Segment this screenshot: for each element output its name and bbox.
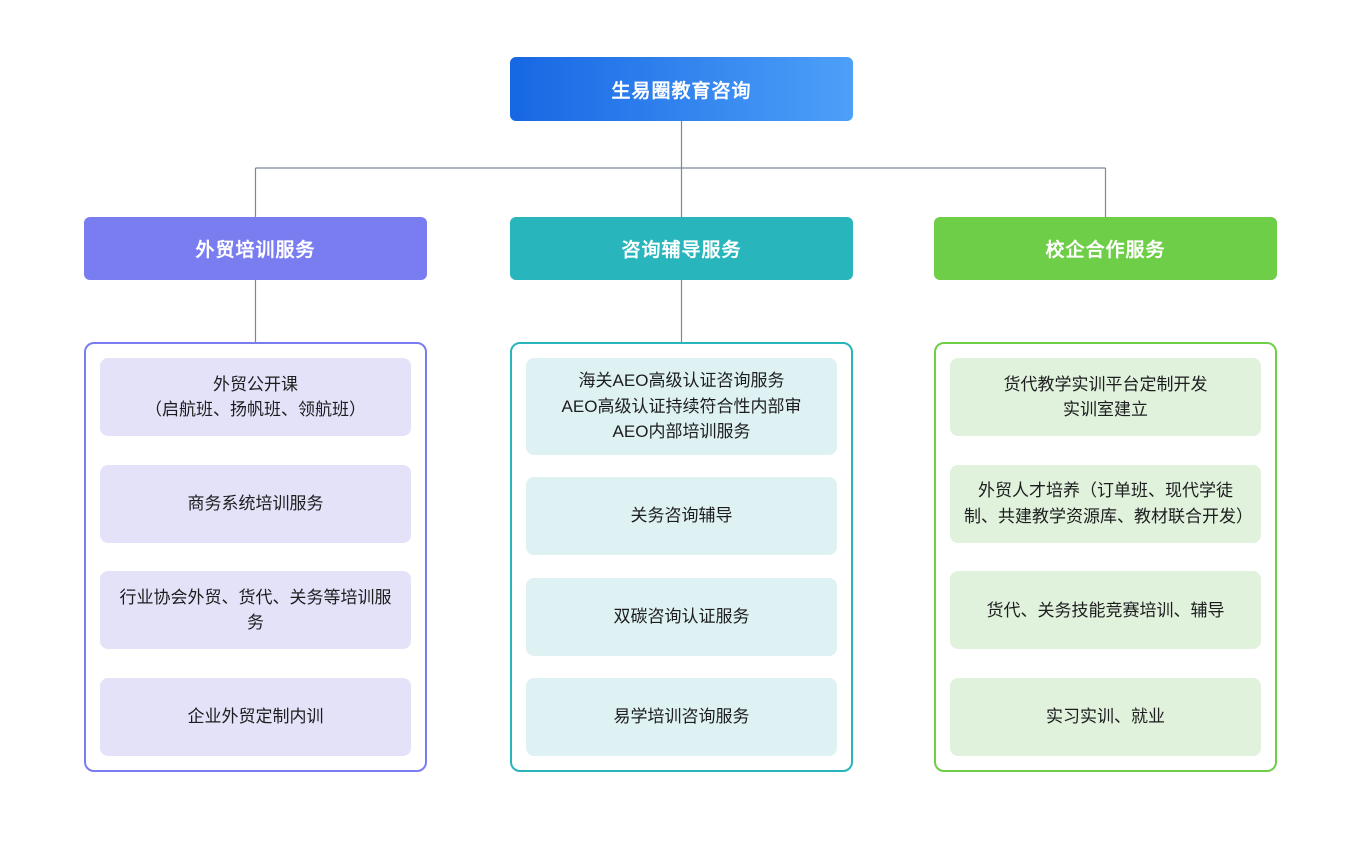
service-item: 企业外贸定制内训 xyxy=(100,677,411,756)
service-item: 海关AEO高级认证咨询服务 AEO高级认证持续符合性内部审 AEO内部培训服务 xyxy=(526,358,837,455)
branch-header-school-enterprise-cooperation: 校企合作服务 xyxy=(934,217,1277,280)
root-node: 生易圈教育咨询 xyxy=(510,57,853,121)
service-item: 易学培训咨询服务 xyxy=(526,678,837,756)
service-item: 行业协会外贸、货代、关务等培训服务 xyxy=(100,571,411,650)
service-item: 关务咨询辅导 xyxy=(526,477,837,555)
branch-header-foreign-trade-training: 外贸培训服务 xyxy=(84,217,427,280)
branch-container-foreign-trade-training: 外贸公开课 （启航班、扬帆班、领航班） 商务系统培训服务 行业协会外贸、货代、关… xyxy=(84,342,427,772)
root-node-label: 生易圈教育咨询 xyxy=(611,80,752,102)
branch-header-consulting-coaching: 咨询辅导服务 xyxy=(510,217,853,280)
service-item: 外贸公开课 （启航班、扬帆班、领航班） xyxy=(100,358,411,436)
branch-header-label: 校企合作服务 xyxy=(1045,240,1166,261)
branch-container-school-enterprise-cooperation: 货代教学实训平台定制开发 实训室建立 外贸人才培养（订单班、现代学徒制、共建教学… xyxy=(934,342,1277,772)
service-item: 双碳咨询认证服务 xyxy=(526,577,837,656)
service-item: 商务系统培训服务 xyxy=(100,464,411,543)
branch-header-label: 外贸培训服务 xyxy=(195,240,316,261)
service-item: 货代、关务技能竞赛培训、辅导 xyxy=(950,571,1261,650)
branch-header-label: 咨询辅导服务 xyxy=(621,240,742,261)
service-item: 货代教学实训平台定制开发 实训室建立 xyxy=(950,358,1261,436)
branch-container-consulting-coaching: 海关AEO高级认证咨询服务 AEO高级认证持续符合性内部审 AEO内部培训服务 … xyxy=(510,342,853,772)
service-item: 实习实训、就业 xyxy=(950,677,1261,756)
service-item: 外贸人才培养（订单班、现代学徒制、共建教学资源库、教材联合开发） xyxy=(950,464,1261,543)
